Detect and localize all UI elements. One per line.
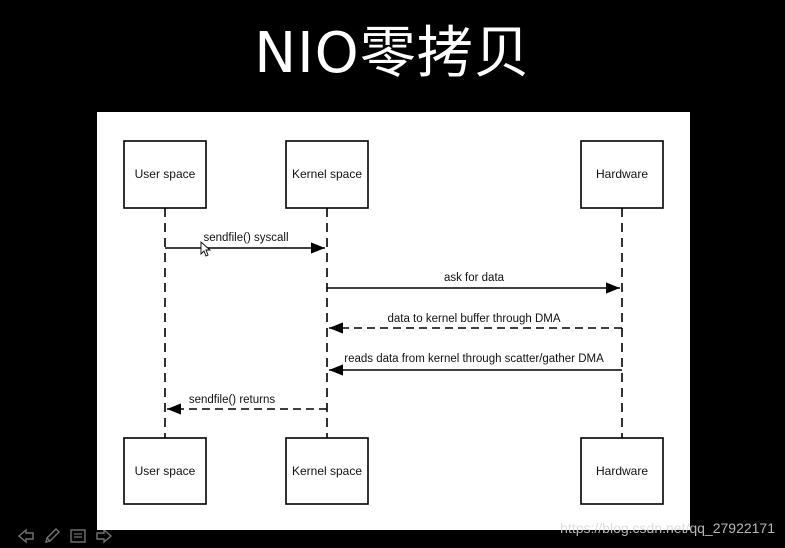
message-label: ask for data (444, 272, 505, 284)
message-label: sendfile() returns (189, 394, 276, 406)
participant-hardware-bottom: Hardware (580, 437, 664, 505)
pen-tool-button[interactable] (42, 526, 62, 546)
message-label: data to kernel buffer through DMA (387, 313, 560, 325)
slide-menu-button[interactable] (68, 526, 88, 546)
message-scatter-gather: reads data from kernel through scatter/g… (329, 353, 622, 376)
previous-slide-button[interactable] (16, 526, 36, 546)
participant-label: Kernel space (292, 167, 362, 181)
message-sendfile-syscall: sendfile() syscall (165, 232, 325, 254)
message-sendfile-returns: sendfile() returns (167, 394, 327, 415)
slide-title: NIO零拷贝 (254, 21, 531, 86)
participant-label: Kernel space (292, 464, 362, 478)
watermark-text: https://blog.csdn.net/qq_27922171 (560, 520, 775, 536)
pen-icon (45, 528, 60, 543)
participant-hardware-top: Hardware (580, 140, 664, 209)
participant-label: User space (135, 464, 196, 478)
participant-label: Hardware (596, 464, 648, 478)
message-label: reads data from kernel through scatter/g… (344, 353, 604, 365)
slideshow-toolbar (16, 526, 114, 546)
notes-icon (70, 529, 86, 543)
message-label: sendfile() syscall (204, 232, 289, 244)
next-slide-button[interactable] (94, 526, 114, 546)
message-dma-to-kernel: data to kernel buffer through DMA (329, 313, 622, 334)
message-ask-for-data: ask for data (327, 272, 620, 294)
arrow-left-icon (17, 528, 34, 544)
sequence-diagram: User space Kernel space Hardware User sp… (97, 112, 690, 530)
participant-label: Hardware (596, 167, 648, 181)
diagram-canvas: User space Kernel space Hardware User sp… (123, 140, 664, 505)
participant-kernel-bottom: Kernel space (285, 437, 369, 505)
arrow-right-icon (96, 528, 113, 544)
mouse-cursor-icon (200, 240, 212, 257)
participant-label: User space (135, 167, 196, 181)
participant-user-bottom: User space (123, 437, 207, 505)
participant-user-top: User space (123, 140, 207, 209)
participant-kernel-top: Kernel space (285, 140, 369, 209)
